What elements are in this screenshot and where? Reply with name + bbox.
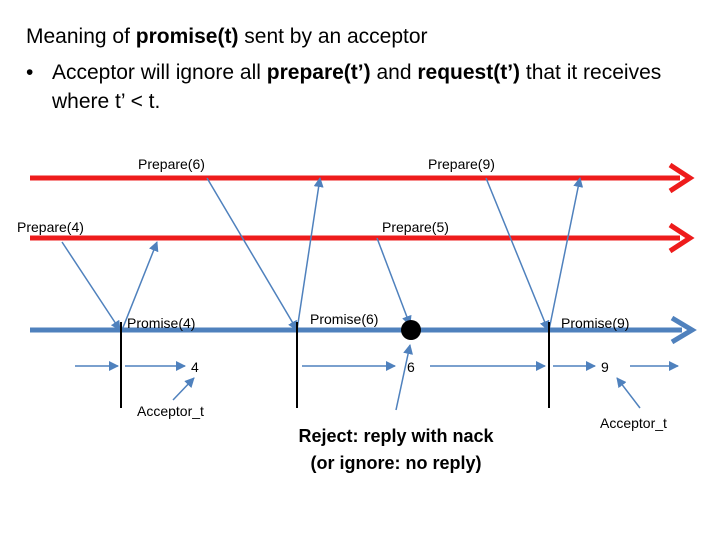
acceptor-t-value-4: 4: [191, 359, 199, 375]
prepare9-label: Prepare(9): [428, 156, 495, 172]
prepare6-message: [206, 177, 298, 331]
slide-title: Meaning of promise(t) sent by an accepto…: [26, 25, 428, 48]
promise4-message: [121, 241, 159, 331]
prepare4-message: [61, 241, 121, 331]
acceptor-t-value-6: 6: [407, 359, 415, 375]
prepare9-message: [485, 177, 550, 331]
proposer-timeline-top: [30, 162, 695, 194]
acceptor-t-pointer-right: [616, 377, 641, 409]
promise9-message: [548, 177, 584, 331]
promise4-label: Promise(4): [127, 315, 195, 331]
bullet-text: Acceptor will ignore all prepare(t’) and…: [52, 61, 662, 113]
promise6-label: Promise(6): [310, 311, 378, 327]
prepare6-label: Prepare(6): [138, 156, 205, 172]
promise9-label: Promise(9): [561, 315, 629, 331]
prepare4-label: Prepare(4): [17, 219, 84, 235]
prepare5-message: [376, 237, 412, 326]
acceptor-t-pointer-left: [172, 377, 195, 401]
reject-caption-line2: (or ignore: no reply): [311, 453, 482, 473]
reject-event-dot: [401, 320, 421, 340]
prepare5-label: Prepare(5): [382, 219, 449, 235]
reject-pointer-arrow: [395, 344, 413, 411]
promise6-message: [296, 177, 324, 331]
acceptor-t-value-9: 9: [601, 359, 609, 375]
reject-caption-line1: Reject: reply with nack: [298, 426, 494, 446]
bullet-marker: •: [26, 61, 34, 84]
proposer-timeline-middle: [30, 222, 695, 254]
acceptor-t-label-right: Acceptor_t: [600, 415, 667, 431]
acceptor-timeline: [30, 315, 697, 345]
acceptor-t-label-left: Acceptor_t: [137, 403, 204, 419]
